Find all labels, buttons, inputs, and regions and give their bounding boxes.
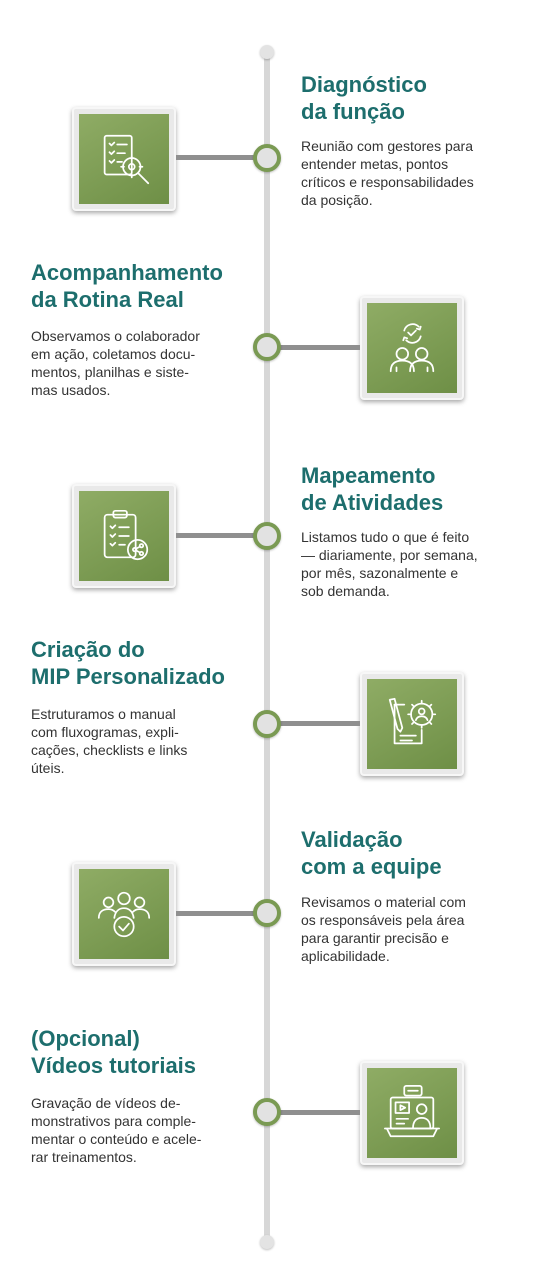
step-icon-card (72, 862, 176, 966)
step-icon-card (72, 484, 176, 588)
timeline-node (253, 899, 281, 927)
step-title: Validação com a equipe (301, 827, 442, 879)
video-tutorial-icon (384, 1085, 440, 1138)
step-title: Mapeamento de Atividades (301, 463, 444, 515)
step-icon-card (360, 296, 464, 400)
step-icon-card (72, 107, 176, 211)
timeline-end-cap (260, 1235, 274, 1249)
step-description: Estruturamos o manual com fluxogramas, e… (31, 706, 188, 776)
people-cycle-icon (389, 323, 435, 373)
step-title: (Opcional) Vídeos tutoriais (31, 1026, 197, 1078)
timeline-node (253, 1098, 281, 1126)
timeline-start-cap (260, 45, 274, 59)
step-description: Listamos tudo o que é feito — diariament… (301, 529, 478, 599)
step-title: Diagnóstico da função (301, 72, 427, 124)
timeline-node (253, 144, 281, 172)
step-icon-card (360, 1061, 464, 1165)
document-gear-person-icon (388, 697, 437, 745)
step-title: Criação do MIP Personalizado (31, 637, 225, 689)
step-description: Observamos o colaborador em ação, coleta… (31, 328, 200, 398)
step-description: Reunião com gestores para entender metas… (301, 138, 474, 208)
step-connector (278, 345, 360, 350)
timeline-spine (264, 52, 270, 1242)
step-description: Revisamos o material com os responsáveis… (301, 894, 466, 964)
timeline-node (253, 710, 281, 738)
clipboard-share-icon (103, 509, 149, 561)
timeline-node (253, 522, 281, 550)
checklist-magnifier-icon (103, 134, 150, 185)
step-description: Gravação de vídeos de- monstrativos para… (31, 1095, 202, 1165)
step-connector (176, 533, 256, 538)
step-connector (278, 1110, 360, 1115)
step-connector (176, 155, 256, 160)
timeline-node (253, 333, 281, 361)
step-connector (278, 721, 360, 726)
step-title: Acompanhamento da Rotina Real (31, 260, 223, 312)
team-check-icon (97, 891, 151, 938)
step-connector (176, 911, 256, 916)
step-icon-card (360, 672, 464, 776)
